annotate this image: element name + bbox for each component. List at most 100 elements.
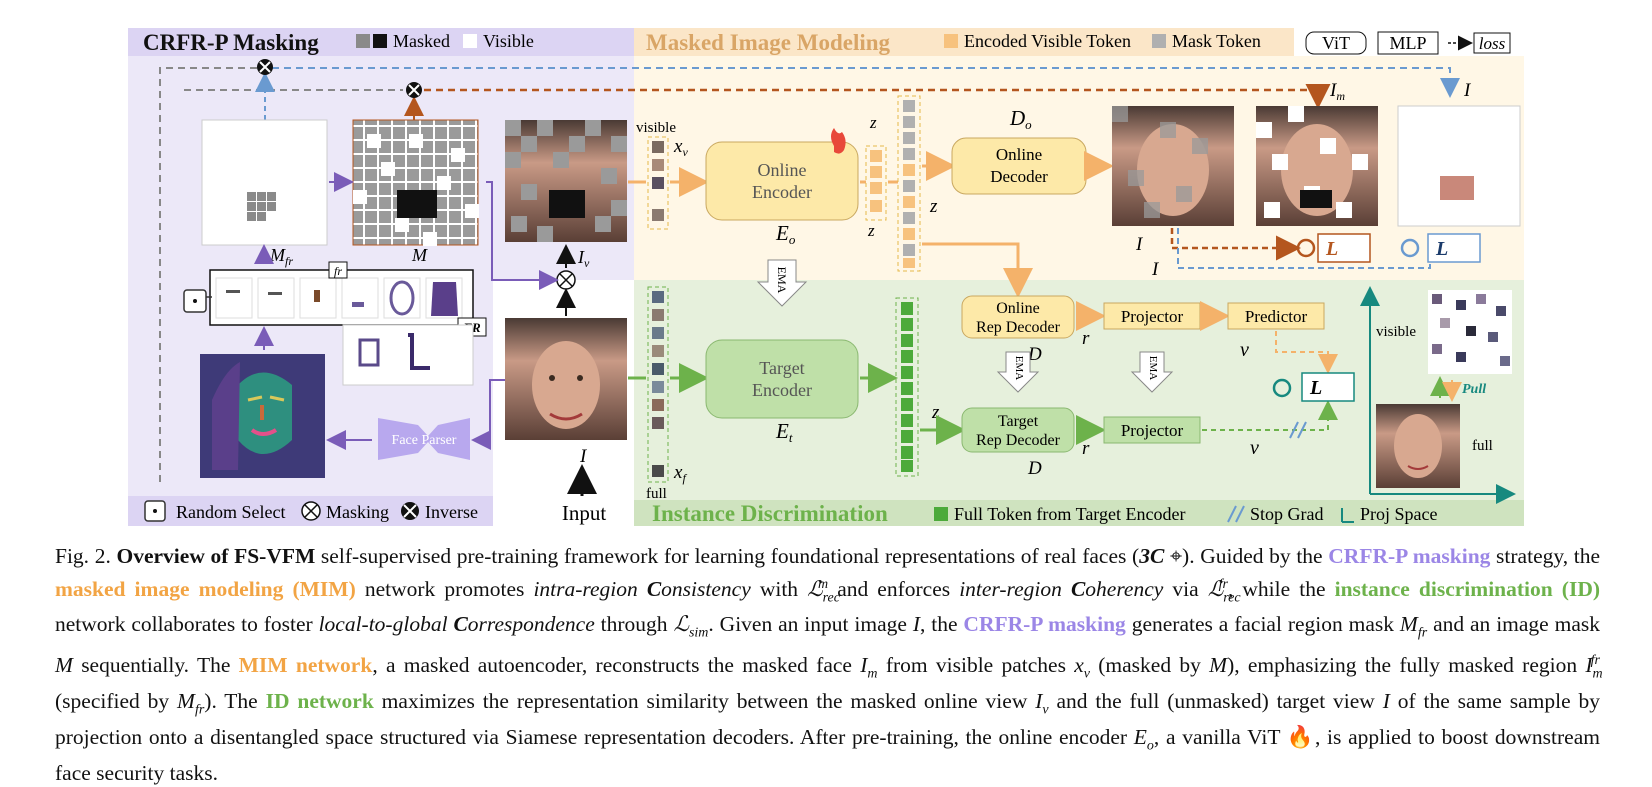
m-mask-white-patches: [353, 134, 479, 246]
ema-label-rep-decoder: EMA: [1013, 356, 1025, 381]
masked-view-gray-patches: [505, 120, 627, 242]
stop-grad-legend-label: Stop Grad: [1250, 504, 1324, 524]
e-o-label: Eo: [775, 221, 796, 247]
visible-token-stack: [647, 136, 669, 230]
m-mask-black-patch: [397, 190, 437, 218]
z-t-f-label: z: [931, 402, 940, 423]
loss-legend-box: [1473, 32, 1511, 54]
caption-mim-1: masked image modeling (MIM): [55, 576, 356, 601]
vit-legend-box: [1305, 31, 1367, 55]
v-t-label: v: [1250, 437, 1259, 459]
visible-view-label: visible: [1376, 324, 1416, 340]
i-m-label: Im: [1329, 80, 1345, 103]
online-rep-decoder-label-1: Online: [996, 300, 1040, 317]
mask-token-label: Mask Token: [1172, 31, 1261, 51]
z-o-f-label: z: [929, 196, 938, 217]
masking-legend-label: Masking: [326, 502, 389, 522]
pull-label: Pull: [1462, 382, 1486, 397]
l-sim-box: [1301, 372, 1355, 402]
l-rec-fr-box: [1427, 233, 1481, 263]
visible-legend-label: Visible: [483, 31, 534, 51]
full-token-patches: [652, 291, 664, 477]
random-select-label: Random Select: [176, 502, 285, 522]
caption-mim-2: MIM network: [238, 653, 373, 678]
full-token-legend-swatch: [934, 507, 948, 521]
l-sim-label: L: [1309, 377, 1322, 399]
caption-crfr-1: CRFR-P masking: [1328, 544, 1491, 568]
proj-space-legend-icon: [1341, 508, 1354, 523]
online-rep-decoder-label-2: Rep Decoder: [976, 319, 1061, 336]
full-token-stack: [647, 286, 669, 483]
target-projector-label: Projector: [1121, 421, 1184, 440]
face-parser-label: Face Parser: [392, 433, 457, 448]
loss-legend-label: loss: [1479, 34, 1506, 53]
recon-to-lrec-m-dashed: [1170, 228, 1301, 261]
fr-small-tag: [328, 261, 348, 279]
predictor-block: [1227, 302, 1325, 330]
i-label: I: [579, 446, 588, 467]
l-rec-fr-label: L: [1435, 238, 1448, 260]
target-projector-block: [1103, 416, 1201, 444]
m-to-masking-arrow: [486, 181, 559, 290]
online-encoder-label-1: Online: [758, 160, 807, 180]
m-label: M: [411, 245, 428, 265]
predictor-to-lsim-dashed: [1275, 331, 1338, 374]
ema-label-encoder: EMA: [775, 267, 789, 294]
top-red-dashed-line: [424, 84, 1331, 109]
full-latent-token-stack: [897, 95, 921, 272]
encoded-token-label: Encoded Visible Token: [964, 31, 1131, 51]
online-projector-label: Projector: [1121, 307, 1184, 326]
inverse-legend-label: Inverse: [425, 502, 478, 522]
mim-header-bar: [634, 28, 1294, 56]
full-token-legend-label: Full Token from Target Encoder: [954, 504, 1185, 524]
online-decoder-label-1: Online: [996, 145, 1042, 164]
target-rep-decoder-label-1: Target: [998, 413, 1039, 430]
top-blue-dashed-line: [272, 67, 1460, 98]
mlp-legend-label: MLP: [1389, 33, 1426, 53]
online-decoder-label-2: Decoder: [990, 167, 1048, 186]
face-parser-block: [378, 418, 470, 460]
fr-target-mouth-patch: [1440, 176, 1474, 200]
id-footer-bar: [634, 500, 1524, 526]
mask-token-swatch: [1152, 34, 1166, 48]
i-m-prime-label: I: [1135, 234, 1144, 255]
full-token-label: full: [646, 486, 667, 502]
d-o-r-label: D: [1027, 344, 1042, 365]
reconstruction-gray-patches: [1112, 106, 1208, 218]
online-rep-decoder-block: [961, 295, 1075, 339]
flame-icon: [831, 128, 846, 154]
online-encoder-block: [705, 141, 859, 221]
visible-legend-swatch: [463, 34, 477, 48]
input-to-parser-arrow: [471, 379, 505, 450]
masked-target-mouth-hole: [1300, 190, 1332, 208]
caption-proj-icon: ⌖: [1169, 544, 1183, 568]
z-o-m-label: z: [869, 113, 877, 132]
mim-title: Masked Image Modeling: [646, 30, 891, 55]
proj-space-legend-label: Proj Space: [1360, 504, 1437, 524]
zof-to-rep-decoder-arrow: [922, 242, 1033, 298]
encoded-token-swatch: [944, 34, 958, 48]
x-f-label: xf: [673, 462, 687, 485]
stop-grad-legend-icon: [1227, 505, 1245, 523]
predictor-label: Predictor: [1245, 307, 1308, 326]
caption-3c: 3C: [1139, 544, 1165, 568]
input-label: Input: [562, 501, 606, 525]
l-rec-m-box: [1317, 233, 1371, 263]
caption-id-2: ID network: [265, 689, 374, 714]
e-t-label: Et: [775, 419, 793, 445]
caption-fig-label: Fig. 2.: [55, 544, 111, 568]
crfr-title: CRFR-P Masking: [143, 30, 319, 55]
z-o-v-label: z: [867, 221, 875, 240]
proj-space-icon-red: [1296, 238, 1316, 258]
target-projector-to-lsim-dashed: [1202, 400, 1338, 431]
proj-space-icon-blue: [1400, 238, 1420, 258]
target-rep-decoder-label-2: Rep Decoder: [976, 432, 1061, 449]
encoded-visible-token-stack: [865, 145, 887, 221]
ema-arrow-rep-decoder: [996, 351, 1040, 393]
caption-crfr-2: CRFR-P masking: [963, 612, 1126, 637]
full-latent-tokens: [903, 100, 915, 268]
v-o-p-label: v: [1240, 339, 1249, 361]
caption-flame-icon: 🔥: [1286, 725, 1315, 749]
masked-legend-swatch-gray: [356, 34, 370, 48]
full-view-label: full: [1472, 438, 1493, 454]
